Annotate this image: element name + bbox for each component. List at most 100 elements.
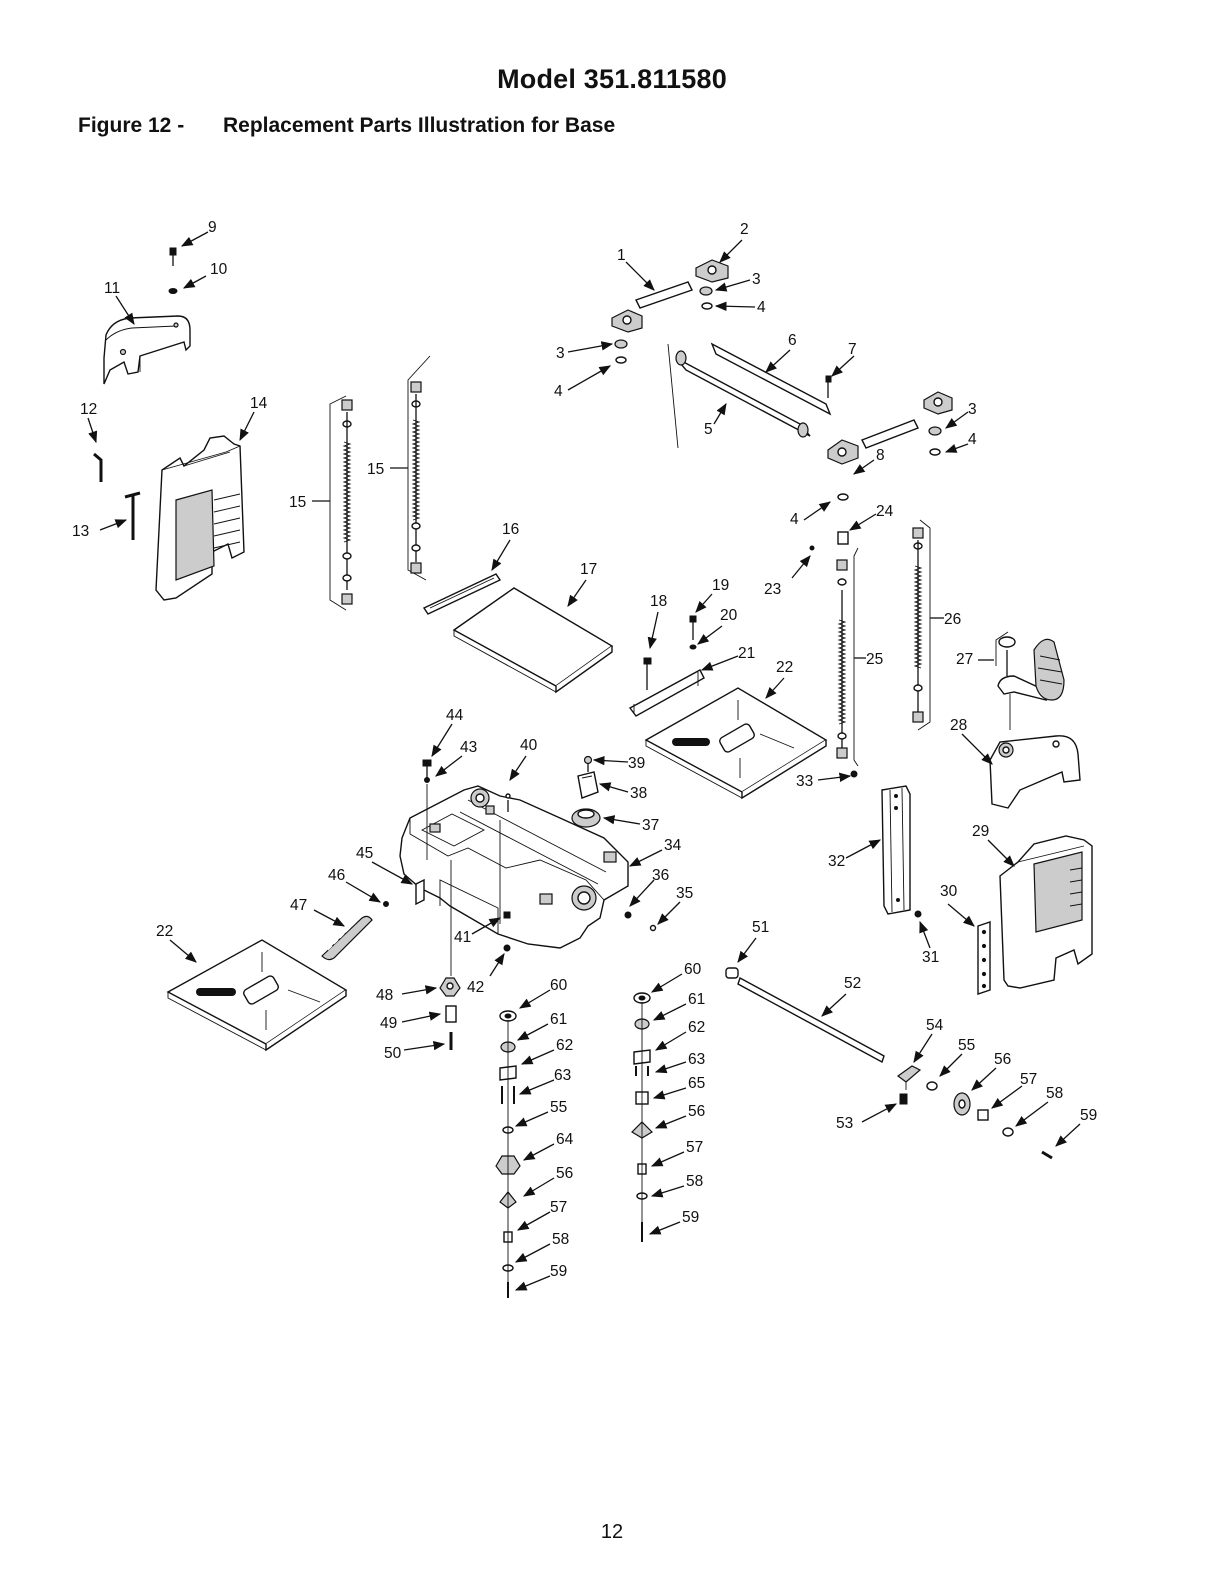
- callout-label: 21: [738, 645, 755, 662]
- callout-label: 10: [210, 261, 228, 278]
- callout-label: 57: [686, 1139, 703, 1156]
- callout-label: 15: [289, 494, 306, 511]
- part-screw-18: [643, 657, 652, 690]
- callout-label: 62: [688, 1019, 705, 1036]
- part-screw-36: [624, 911, 632, 919]
- part-screw-39: [583, 755, 593, 772]
- callout-label: 63: [688, 1051, 705, 1068]
- callout-label: 28: [950, 717, 967, 734]
- callout-label: 55: [550, 1099, 567, 1116]
- part-washer-58: [1002, 1127, 1014, 1137]
- callout-label: 39: [628, 755, 645, 772]
- callout-label: 63: [554, 1067, 571, 1084]
- part-chain-47: [321, 915, 373, 961]
- callout-label: 29: [972, 823, 989, 840]
- callout-label: 6: [788, 332, 797, 349]
- part-sprocket-48: [439, 977, 461, 997]
- callout-label: 4: [968, 431, 977, 448]
- callout-label: 41: [454, 929, 471, 946]
- part-column-32: [881, 785, 911, 915]
- callout-label: 17: [580, 561, 597, 578]
- callout-label: 58: [1046, 1085, 1063, 1102]
- callout-label: 32: [828, 853, 845, 870]
- callout-label: 3: [968, 401, 977, 418]
- callout-label: 60: [550, 977, 568, 994]
- part-washer-4b: [615, 356, 627, 364]
- part-bracket-2b: [611, 309, 643, 333]
- callout-label: 51: [752, 919, 769, 936]
- part-crank-handle-27: [995, 631, 1065, 730]
- callout-label: 61: [688, 991, 705, 1008]
- callout-label: 13: [72, 523, 89, 540]
- part-washer-4c: [929, 448, 941, 456]
- callout-label: 4: [790, 511, 799, 528]
- part-table-17: [452, 587, 614, 694]
- callout-label: 7: [848, 341, 857, 358]
- callout-label: 14: [250, 395, 268, 412]
- callout-label: 38: [630, 785, 647, 802]
- callout-label: 3: [752, 271, 761, 288]
- callout-label: 24: [876, 503, 894, 520]
- callout-label: 50: [384, 1045, 402, 1062]
- part-gear-housing-37: [571, 808, 601, 828]
- part-rail-16: [422, 573, 502, 615]
- callout-label: 59: [550, 1263, 567, 1280]
- callout-label: 4: [554, 383, 563, 400]
- figure-title: Replacement Parts Illustration for Base: [223, 114, 616, 137]
- callout-label: 37: [642, 817, 659, 834]
- callout-label: 56: [556, 1165, 573, 1182]
- callout-label: 57: [1020, 1071, 1037, 1088]
- part-side-cover-14: [155, 435, 245, 601]
- part-ball-23: [809, 545, 815, 551]
- part-strip-30: [977, 921, 991, 995]
- part-bracket-45: [415, 878, 425, 906]
- callout-labels: 1 2 3 4 3 4 6 7 5 3 4 8 4 24 23 9 10 11 …: [72, 219, 1097, 1280]
- part-hex-key-12: [93, 452, 103, 482]
- part-stack-center: [495, 1010, 521, 1298]
- callout-label: 55: [958, 1037, 975, 1054]
- part-lead-screw-26: [912, 519, 931, 731]
- callout-label: 60: [684, 961, 702, 978]
- part-gear-cover-38: [577, 771, 599, 799]
- part-nut-3c: [928, 426, 942, 436]
- part-screw-41: [503, 911, 511, 919]
- callout-label: 56: [688, 1103, 705, 1120]
- part-nut-3b: [614, 339, 628, 349]
- callout-label: 9: [208, 219, 217, 236]
- callout-label: 12: [80, 401, 97, 418]
- part-bushing-57: [977, 1109, 989, 1121]
- callout-label: 18: [650, 593, 667, 610]
- part-stack-right: [631, 992, 653, 1242]
- callout-label: 62: [556, 1037, 573, 1054]
- part-screw-33: [850, 770, 858, 778]
- part-extension-table-22a: [644, 687, 828, 800]
- part-drawings: [93, 247, 1093, 1298]
- callout-label: 58: [686, 1173, 703, 1190]
- callout-label: 16: [502, 521, 519, 538]
- figure-caption: Figure 12 -Replacement Parts Illustratio…: [78, 114, 615, 138]
- part-nut-3a: [699, 286, 713, 296]
- callout-label: 53: [836, 1115, 853, 1132]
- callout-label: 54: [926, 1017, 944, 1034]
- callout-label: 56: [994, 1051, 1011, 1068]
- part-screw-31: [914, 910, 922, 918]
- callout-label: 59: [1080, 1107, 1097, 1124]
- callout-label: 57: [550, 1199, 567, 1216]
- part-crank-housing-28: [989, 735, 1081, 809]
- callout-label: 8: [876, 447, 885, 464]
- part-shaft-52: [737, 976, 885, 1064]
- part-bracket-2c: [923, 391, 953, 415]
- callout-label: 30: [940, 883, 958, 900]
- callout-label: 61: [550, 1011, 567, 1028]
- part-screw-9: [169, 247, 177, 266]
- callout-label: 34: [664, 837, 682, 854]
- part-washer-4a: [701, 302, 713, 310]
- callout-label: 26: [944, 611, 961, 628]
- part-nut-42: [503, 944, 511, 952]
- callout-label: 40: [520, 737, 538, 754]
- part-gear-56: [953, 1092, 971, 1116]
- callout-label: 22: [776, 659, 793, 676]
- part-sleeve-24: [837, 531, 849, 545]
- callout-label: 36: [652, 867, 669, 884]
